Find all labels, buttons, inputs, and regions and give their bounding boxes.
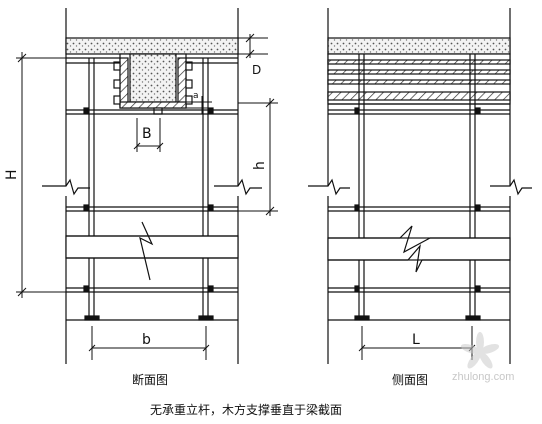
dimension-H xyxy=(16,52,66,298)
section-poles xyxy=(83,58,214,321)
beam-with-formwork xyxy=(113,53,193,115)
watermark-text: zhulong.com xyxy=(452,371,514,383)
label-L: L xyxy=(412,332,420,348)
side-beam xyxy=(327,53,511,105)
label-a: a xyxy=(193,91,199,101)
side-floor-slab xyxy=(327,37,511,55)
caption-side-view: 侧面图 xyxy=(392,373,428,387)
label-H: H xyxy=(4,169,20,180)
label-B: B xyxy=(142,126,152,142)
section-break-band xyxy=(65,221,239,281)
label-D: D xyxy=(252,63,261,77)
side-poles xyxy=(354,54,481,321)
label-h: h xyxy=(252,161,268,170)
dimension-B xyxy=(133,118,164,152)
floor-slab xyxy=(65,37,239,55)
dimension-D xyxy=(238,33,268,59)
caption-bottom: 无承重立杆，木方支撑垂直于梁截面 xyxy=(150,402,342,417)
section-ledgers xyxy=(66,57,238,293)
side-view xyxy=(308,8,532,364)
label-b: b xyxy=(142,332,151,348)
dimension-a xyxy=(186,96,212,114)
dimension-h xyxy=(238,98,278,216)
side-break-band xyxy=(327,225,511,273)
dimension-b xyxy=(88,326,210,360)
watermark-logo xyxy=(460,332,500,369)
section-view xyxy=(42,8,262,364)
caption-section-view: 断面图 xyxy=(132,372,168,387)
